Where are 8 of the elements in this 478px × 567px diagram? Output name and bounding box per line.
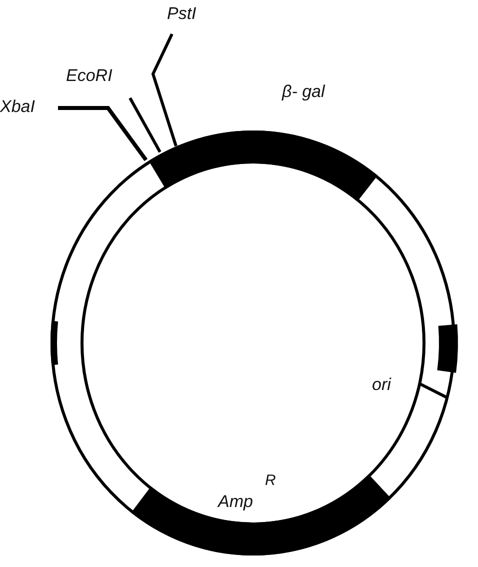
gene-label: ori — [372, 375, 391, 395]
site-label: XbaI — [0, 97, 35, 117]
leader-line — [128, 97, 162, 153]
site-label: EcoRI — [66, 66, 112, 86]
site-label: PstI — [167, 4, 196, 24]
leader-line — [151, 33, 178, 146]
gene-label: β- gal — [282, 82, 325, 102]
leader-line — [58, 106, 148, 162]
